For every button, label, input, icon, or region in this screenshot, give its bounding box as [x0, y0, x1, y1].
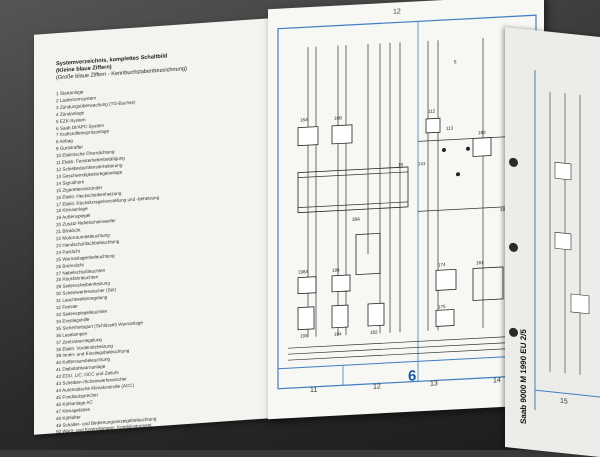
component-label: 6 [454, 59, 457, 65]
component-label: 193 [300, 333, 308, 339]
back-page: Saab 9000 M 1990 EU 2/5 15 [505, 27, 600, 457]
component-label: 198 [332, 267, 340, 273]
component-label: 19 [398, 162, 404, 168]
column-label: 13 [430, 380, 438, 388]
document-side-title: Saab 9000 M 1990 EU 2/5 [519, 328, 528, 425]
component-label: 112 [428, 108, 436, 114]
component-label: 113 [446, 125, 454, 131]
component-label: 38A [352, 216, 361, 222]
column-label: 14 [493, 377, 501, 385]
wiring-schematic [277, 14, 537, 390]
wires [288, 36, 533, 361]
column-label: 15 [560, 397, 568, 406]
binder-hole [509, 327, 518, 338]
top-number: 12 [393, 8, 401, 16]
component-label: 160 [478, 129, 486, 136]
index-title: Systemverzeichnis, kompl​ettes Schaltbil… [56, 47, 266, 83]
component-label: 174 [438, 261, 446, 268]
components [297, 85, 523, 331]
component-label: 198A [298, 269, 309, 275]
column-label: 12 [373, 383, 381, 391]
left-page: Systemverzeichnis, kompl​ettes Schaltbil… [34, 17, 284, 435]
component-label: 16B [334, 115, 343, 121]
component-label: 182 [370, 329, 378, 335]
right-page: 12 11 12 13 14 6 7 16A16B38A19198A198193… [268, 0, 544, 420]
column-divider-line [278, 354, 536, 370]
component-label: 181 [476, 259, 484, 266]
binder-hole [509, 242, 518, 253]
column-label: 11 [310, 386, 318, 395]
section-number-6: 6 [408, 367, 417, 385]
component-label: 16A [300, 117, 309, 123]
relay-dots [442, 146, 470, 177]
back-schematic [534, 70, 600, 411]
component-label: 175 [438, 303, 446, 310]
component-label: 141 [418, 160, 426, 167]
component-label: 194 [334, 331, 342, 337]
binder-hole [509, 157, 518, 168]
